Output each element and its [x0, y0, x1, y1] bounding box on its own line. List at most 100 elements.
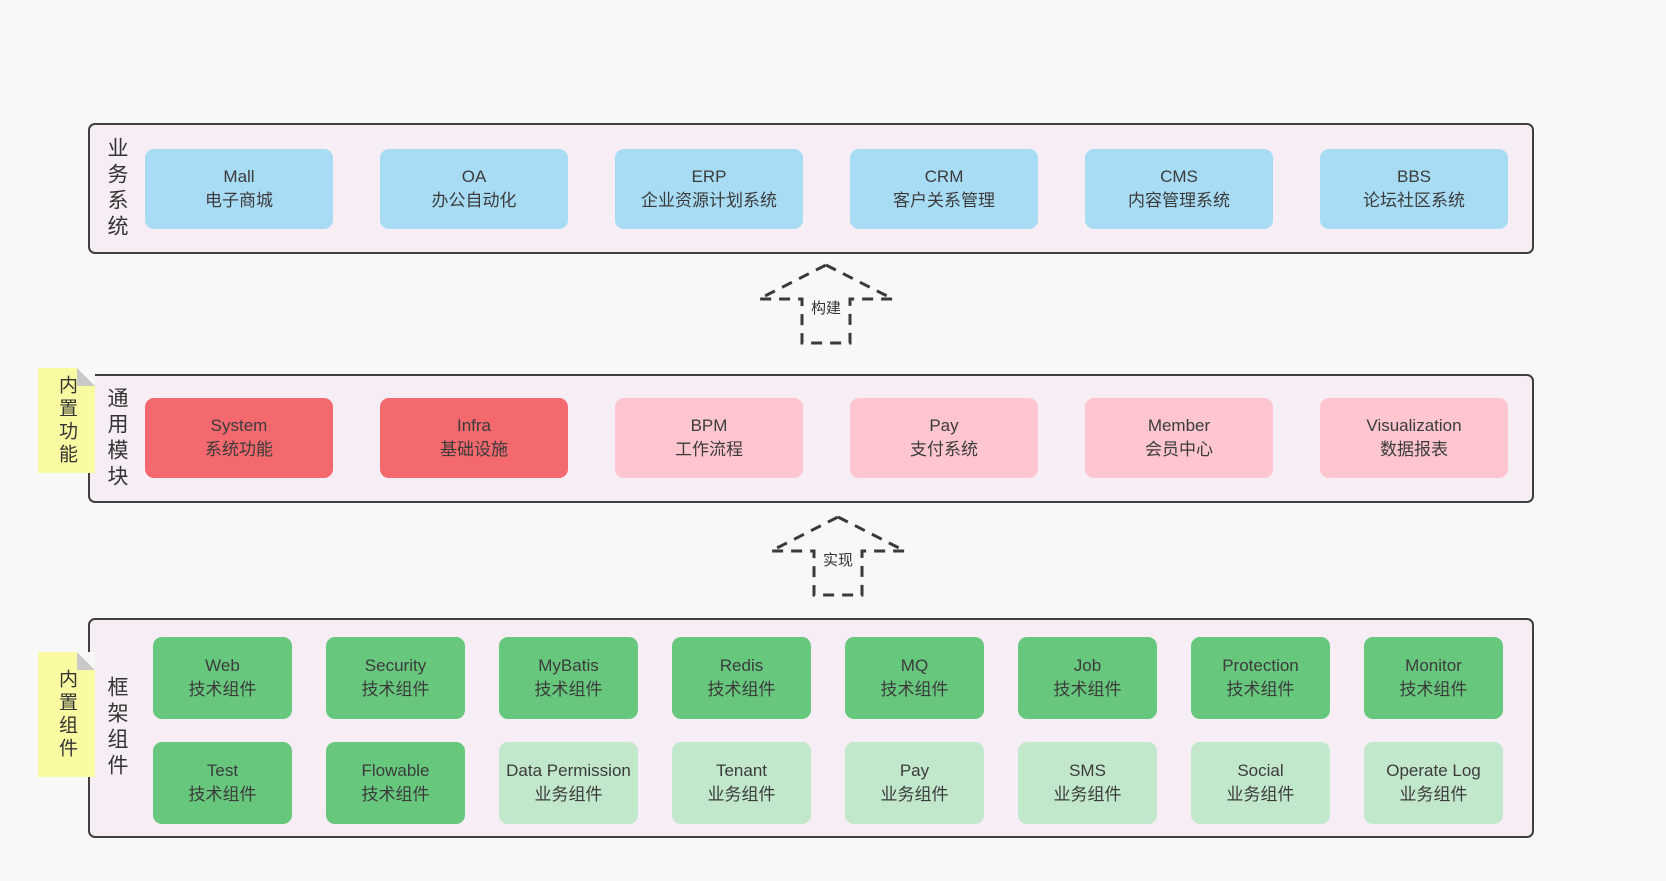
box-subtitle: 内容管理系统: [1128, 191, 1230, 210]
box-bbs: BBS 论坛社区系统: [1320, 149, 1508, 229]
box-crm: CRM 客户关系管理: [850, 149, 1038, 229]
build-arrow: 构建: [756, 262, 896, 346]
box-data-permission: Data Permission 业务组件: [499, 742, 638, 824]
box-subtitle: 技术组件: [361, 680, 430, 699]
box-subtitle: 电子商城: [205, 191, 273, 210]
box-title: Flowable: [361, 761, 430, 780]
components-row-2: Test 技术组件 Flowable 技术组件 Data Permission …: [153, 742, 1503, 824]
panel-components-side-label: 框架组件: [105, 676, 128, 780]
box-title: Security: [364, 656, 427, 675]
box-subtitle: 系统功能: [205, 440, 273, 459]
note-built-in-features: 内置功能: [38, 368, 95, 473]
box-title: Redis: [719, 656, 764, 675]
box-title: BPM: [690, 416, 728, 435]
box-protection: Protection 技术组件: [1191, 637, 1330, 719]
box-subtitle: 支付系统: [910, 440, 978, 459]
box-title: Protection: [1222, 656, 1299, 675]
box-title: Tenant: [715, 761, 768, 780]
panel-business-systems: 业务系统 Mall 电子商城 OA 办公自动化 ERP 企业资源计划系统 CRM…: [88, 123, 1534, 254]
box-title: Pay: [929, 416, 959, 435]
implement-arrow: 实现: [768, 514, 908, 598]
modules-box-row: System 系统功能 Infra 基础设施 BPM 工作流程 Pay 支付系统…: [145, 398, 1508, 478]
box-title: Data Permission: [506, 761, 631, 780]
box-cms: CMS 内容管理系统: [1085, 149, 1273, 229]
box-mybatis: MyBatis 技术组件: [499, 637, 638, 719]
dashed-up-arrow-icon: [770, 515, 906, 597]
dashed-up-arrow-icon: [758, 263, 894, 345]
box-redis: Redis 技术组件: [672, 637, 811, 719]
box-infra: Infra 基础设施: [380, 398, 568, 478]
box-subtitle: 基础设施: [440, 440, 508, 459]
box-oa: OA 办公自动化: [380, 149, 568, 229]
box-title: MyBatis: [538, 656, 599, 675]
box-subtitle: 技术组件: [1226, 680, 1295, 699]
box-subtitle: 业务组件: [707, 785, 776, 804]
box-subtitle: 业务组件: [534, 785, 603, 804]
box-title: Pay: [899, 761, 930, 780]
box-pay-system: Pay 支付系统: [850, 398, 1038, 478]
box-operate-log: Operate Log 业务组件: [1364, 742, 1503, 824]
box-title: OA: [461, 167, 487, 186]
box-title: Infra: [456, 416, 492, 435]
box-subtitle: 技术组件: [1399, 680, 1468, 699]
panel-common-modules: 通用模块 System 系统功能 Infra 基础设施 BPM 工作流程 Pay…: [88, 374, 1534, 503]
note-text: 内置功能: [56, 374, 77, 467]
box-title: MQ: [900, 656, 929, 675]
box-subtitle: 工作流程: [675, 440, 743, 459]
box-system: System 系统功能: [145, 398, 333, 478]
box-subtitle: 论坛社区系统: [1363, 191, 1465, 210]
box-title: Operate Log: [1386, 761, 1481, 780]
box-subtitle: 业务组件: [1399, 785, 1468, 804]
box-title: ERP: [691, 167, 727, 186]
box-security: Security 技术组件: [326, 637, 465, 719]
box-title: Job: [1073, 656, 1102, 675]
box-subtitle: 业务组件: [1053, 785, 1122, 804]
note-text: 内置组件: [56, 668, 77, 761]
box-subtitle: 技术组件: [534, 680, 603, 699]
panel-framework-components: 框架组件 Web 技术组件 Security 技术组件 MyBatis 技术组件…: [88, 618, 1534, 838]
box-social: Social 业务组件: [1191, 742, 1330, 824]
box-title: Visualization: [1366, 416, 1462, 435]
box-test: Test 技术组件: [153, 742, 292, 824]
box-job: Job 技术组件: [1018, 637, 1157, 719]
box-title: CRM: [924, 167, 964, 186]
box-mall: Mall 电子商城: [145, 149, 333, 229]
box-sms: SMS 业务组件: [1018, 742, 1157, 824]
box-subtitle: 技术组件: [880, 680, 949, 699]
box-title: Social: [1237, 761, 1284, 780]
box-mq: MQ 技术组件: [845, 637, 984, 719]
panel-business-side-label: 业务系统: [105, 136, 128, 241]
box-title: SMS: [1069, 761, 1106, 780]
box-subtitle: 会员中心: [1145, 440, 1213, 459]
box-subtitle: 技术组件: [188, 785, 257, 804]
box-title: Mall: [223, 167, 255, 186]
box-subtitle: 办公自动化: [431, 191, 517, 210]
box-title: Monitor: [1405, 656, 1462, 675]
box-pay-component: Pay 业务组件: [845, 742, 984, 824]
box-subtitle: 技术组件: [707, 680, 776, 699]
implement-arrow-label: 实现: [817, 547, 859, 572]
components-row-1: Web 技术组件 Security 技术组件 MyBatis 技术组件 Redi…: [153, 637, 1503, 719]
box-bpm: BPM 工作流程: [615, 398, 803, 478]
business-box-row: Mall 电子商城 OA 办公自动化 ERP 企业资源计划系统 CRM 客户关系…: [145, 149, 1508, 229]
box-erp: ERP 企业资源计划系统: [615, 149, 803, 229]
box-title: BBS: [1396, 167, 1432, 186]
box-subtitle: 客户关系管理: [893, 191, 995, 210]
box-subtitle: 技术组件: [188, 680, 257, 699]
box-subtitle: 数据报表: [1380, 440, 1448, 459]
box-title: Test: [206, 761, 239, 780]
box-subtitle: 企业资源计划系统: [641, 191, 777, 210]
box-tenant: Tenant 业务组件: [672, 742, 811, 824]
box-title: System: [210, 416, 268, 435]
box-subtitle: 业务组件: [1226, 785, 1295, 804]
box-member: Member 会员中心: [1085, 398, 1273, 478]
box-title: Web: [205, 656, 240, 675]
box-monitor: Monitor 技术组件: [1364, 637, 1503, 719]
panel-modules-side-label: 通用模块: [105, 386, 128, 491]
box-web: Web 技术组件: [153, 637, 292, 719]
box-flowable: Flowable 技术组件: [326, 742, 465, 824]
box-subtitle: 技术组件: [1053, 680, 1122, 699]
box-title: CMS: [1160, 167, 1198, 186]
box-subtitle: 业务组件: [880, 785, 949, 804]
